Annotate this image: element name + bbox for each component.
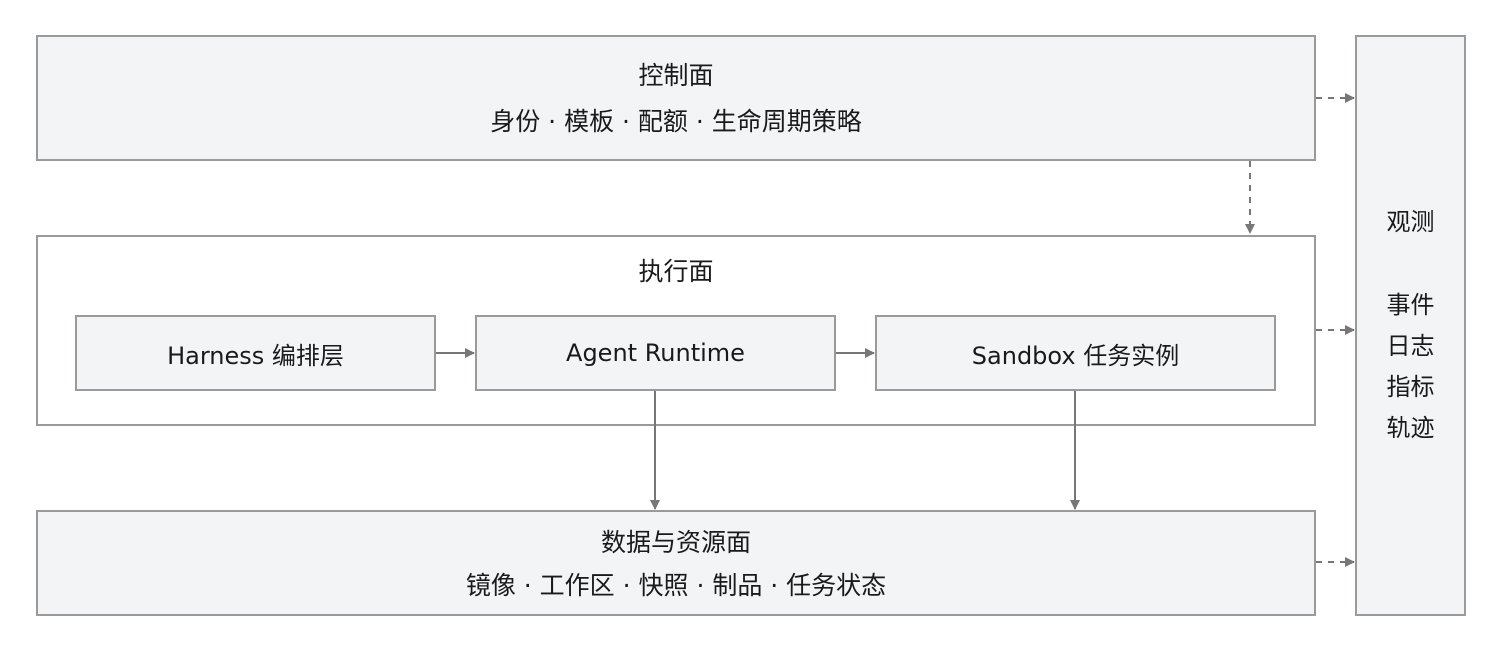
sandbox-instance-label: Sandbox 任务实例 xyxy=(971,341,1180,370)
data-resource-plane-title: 数据与资源面 xyxy=(600,528,751,557)
agent-runtime-label: Agent Runtime xyxy=(566,339,745,367)
execution-plane-title: 执行面 xyxy=(638,257,714,286)
harness-layer-label: Harness 编排层 xyxy=(167,341,344,370)
data-resource-plane-box: 数据与资源面 镜像 · 工作区 · 快照 · 制品 · 任务状态 xyxy=(36,510,1316,616)
control-plane-box: 控制面 身份 · 模板 · 配额 · 生命周期策略 xyxy=(36,35,1316,161)
observability-item-logs: 日志 xyxy=(1386,332,1435,360)
control-plane-title: 控制面 xyxy=(638,61,714,90)
harness-layer-box: Harness 编排层 xyxy=(75,315,436,391)
control-plane-subtitle: 身份 · 模板 · 配额 · 生命周期策略 xyxy=(490,107,862,136)
observability-item-metrics: 指标 xyxy=(1386,373,1435,401)
observability-panel: 观测 事件 日志 指标 轨迹 xyxy=(1355,35,1466,616)
observability-title: 观测 xyxy=(1386,208,1435,236)
observability-item-traces: 轨迹 xyxy=(1386,414,1435,442)
observability-item-events: 事件 xyxy=(1386,291,1435,319)
agent-runtime-box: Agent Runtime xyxy=(475,315,836,391)
data-resource-plane-subtitle: 镜像 · 工作区 · 快照 · 制品 · 任务状态 xyxy=(465,571,887,600)
sandbox-instance-box: Sandbox 任务实例 xyxy=(875,315,1276,391)
